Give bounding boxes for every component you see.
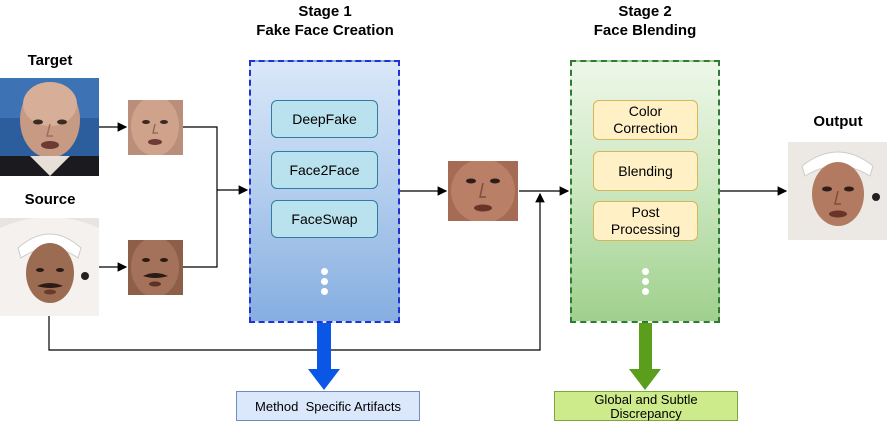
step-color-correction-line1: Color [628, 103, 663, 119]
output-label: Output [813, 113, 863, 130]
step-color-correction-line2: Correction [613, 120, 678, 136]
stage1-title: Stage 1 Fake Face Creation [215, 2, 435, 40]
method-faceswap: FaceSwap [271, 200, 378, 238]
stage2-down-arrow [629, 323, 661, 390]
method-deepfake: DeepFake [271, 100, 378, 138]
global-subtle-discrepancy-line1: Global and Subtle [594, 392, 698, 407]
stage1-ellipsis-dot [321, 288, 328, 295]
source-crop-connector [183, 190, 218, 268]
step-post-processing: Post Processing [593, 201, 698, 241]
stage1-ellipsis-dot [321, 268, 328, 275]
step-blending-label: Blending [618, 162, 673, 179]
step-color-correction: Color Correction [593, 100, 698, 140]
fake-face [448, 161, 518, 221]
step-post-processing-line1: Post [631, 204, 660, 220]
target-face-crop [128, 100, 183, 155]
global-subtle-discrepancy-line2: Discrepancy [610, 406, 682, 421]
step-blending: Blending [593, 151, 698, 191]
method-face2face: Face2Face [271, 151, 378, 189]
method-specific-artifacts-label: Method Specific Artifacts [255, 398, 401, 414]
target-photo [0, 78, 99, 176]
stage2-title: Stage 2 Face Blending [535, 2, 755, 40]
stage2-ellipsis-dot [642, 268, 649, 275]
source-label: Source [24, 191, 76, 208]
target-label: Target [27, 52, 73, 69]
stage2-title-line2: Face Blending [593, 22, 697, 39]
stage2-title-line1: Stage 2 [618, 3, 672, 20]
source-photo [0, 218, 99, 316]
source-bypass-connector [48, 192, 545, 351]
method-specific-artifacts-box: Method Specific Artifacts [236, 391, 420, 421]
stage1-ellipsis-dot [321, 278, 328, 285]
stage1-title-line2: Fake Face Creation [256, 22, 394, 39]
source-face-crop [128, 240, 183, 295]
target-crop-connector [183, 126, 218, 190]
stage2-ellipsis-dot [642, 278, 649, 285]
global-subtle-discrepancy-box: Global and Subtle Discrepancy [554, 391, 738, 421]
stage2-ellipsis-dot [642, 288, 649, 295]
step-post-processing-line2: Processing [610, 221, 681, 237]
stage1-title-line1: Stage 1 [298, 3, 352, 20]
stage1-down-arrow [308, 323, 340, 390]
output-photo [788, 142, 887, 240]
